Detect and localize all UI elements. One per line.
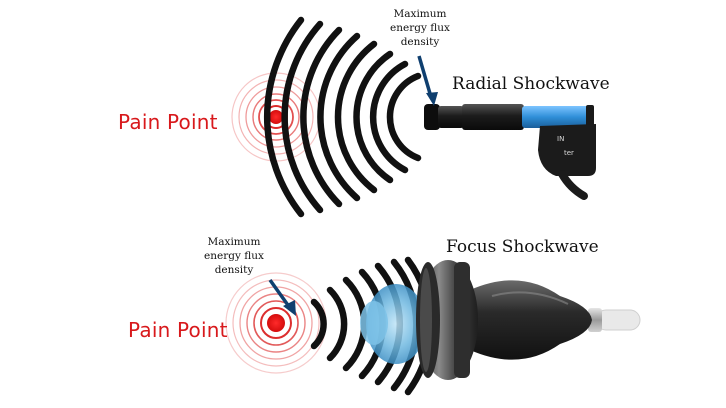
- focus-annotation-line-1: Maximum: [207, 236, 261, 248]
- focus-annotation-line-3: density: [214, 264, 254, 276]
- focus-title: Focus Shockwave: [446, 237, 599, 257]
- focus-lens: [360, 284, 426, 364]
- focus-arrow: [268, 278, 296, 316]
- radial-pain-label: Pain Point: [118, 110, 218, 134]
- device-mark-ter: ter: [564, 149, 574, 157]
- radial-annotation-line-1: Maximum: [393, 8, 447, 20]
- focus-pain-label: Pain Point: [128, 318, 228, 342]
- radial-device: IN ter: [424, 104, 596, 200]
- focus-device: [416, 260, 641, 380]
- radial-annotation-line-3: density: [400, 36, 440, 48]
- focus-annotation-line-2: energy flux: [204, 250, 264, 262]
- focus-annotation: Maximum energy flux density: [200, 235, 268, 277]
- device-mark-in: IN: [557, 135, 564, 143]
- radial-title: Radial Shockwave: [452, 74, 610, 94]
- radial-annotation: Maximum energy flux density: [386, 7, 454, 49]
- radial-arrow: [417, 55, 438, 106]
- radial-wave-arcs: [264, 16, 422, 218]
- radial-annotation-line-2: energy flux: [390, 22, 450, 34]
